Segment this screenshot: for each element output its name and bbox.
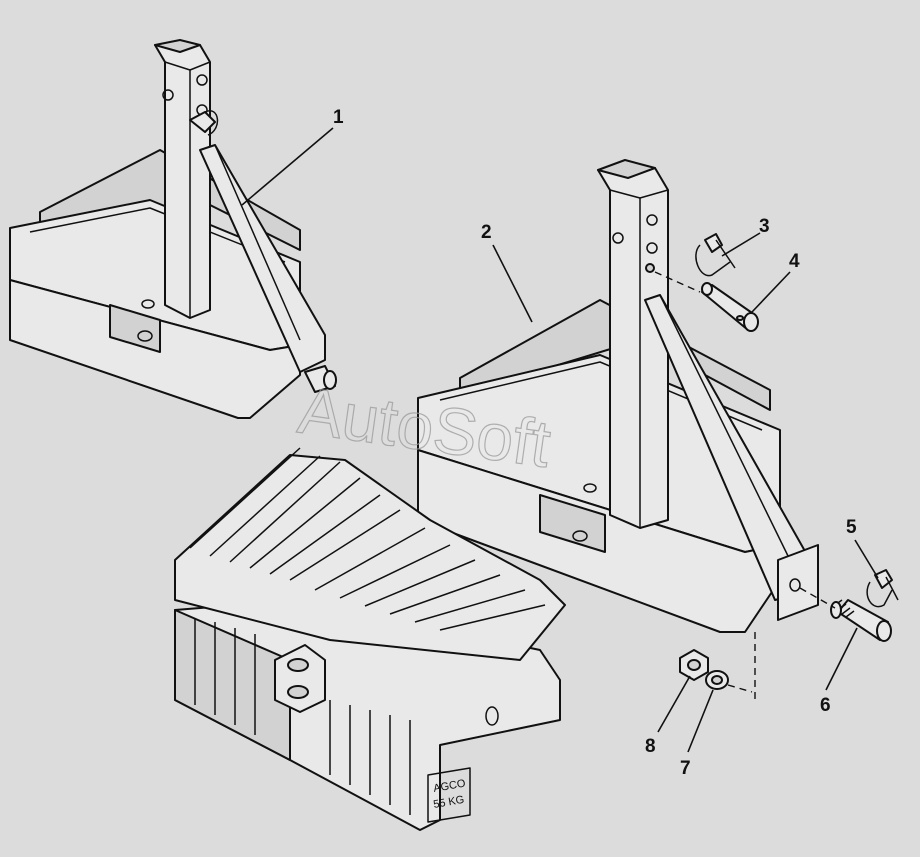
weight-stack: AGCO 55 KG xyxy=(174,447,566,831)
part-1-ballast-frame xyxy=(9,39,337,419)
part-7-washer xyxy=(705,670,729,690)
callout-4: 4 xyxy=(789,251,800,272)
callout-2: 2 xyxy=(481,222,492,243)
callout-3: 3 xyxy=(759,216,770,237)
callout-5: 5 xyxy=(846,517,857,538)
part-6-threaded-pin xyxy=(830,599,892,642)
part-4-pin xyxy=(701,282,759,332)
weight-stamp-line2: 55 KG xyxy=(432,794,465,811)
callout-8: 8 xyxy=(645,736,656,757)
alignment-lines xyxy=(654,271,836,700)
leader-lines xyxy=(241,127,879,753)
part-2-ballast-frame xyxy=(417,159,819,633)
part-5-linch-pin xyxy=(866,569,899,608)
callout-7: 7 xyxy=(680,758,691,779)
part-3-linch-pin xyxy=(695,233,736,277)
part-8-nut xyxy=(679,649,709,681)
weight-stamp-line1: AGCO xyxy=(432,777,466,795)
callout-6: 6 xyxy=(820,695,831,716)
callout-1: 1 xyxy=(333,107,344,128)
